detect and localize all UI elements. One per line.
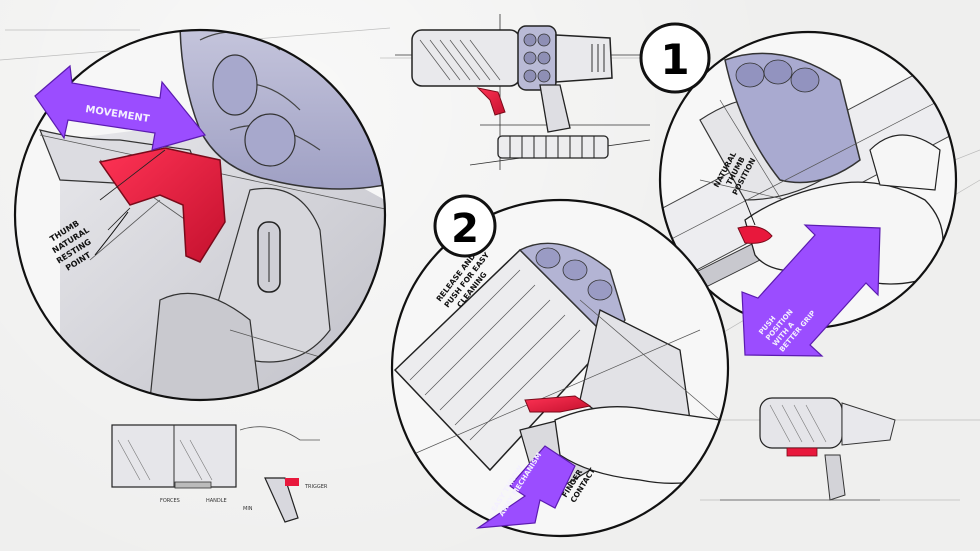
red-trigger-icon [478,88,505,115]
left-detail-circle: MOVEMENT THUMB NATURAL RESTING POINT [15,13,390,420]
small-note-2: HANDLE [206,498,227,504]
small-note-4: MIN [243,506,253,512]
step-number-one: 1 [641,24,709,92]
step-two-label: 2 [451,206,479,252]
middle-detail-circle: 2 RELEASE AND PUSH FOR EASY CLEANING EAS… [392,196,728,536]
step-number-two: 2 [435,196,495,256]
small-note-1: FORCES [160,498,180,504]
bottom-right-sketch [720,398,895,500]
top-vacuum-sketch [395,14,650,170]
bottom-left-sketch: FORCES HANDLE TRIGGER MIN [112,425,328,522]
small-note-3: TRIGGER [304,484,328,490]
step-one-label: 1 [660,35,689,84]
